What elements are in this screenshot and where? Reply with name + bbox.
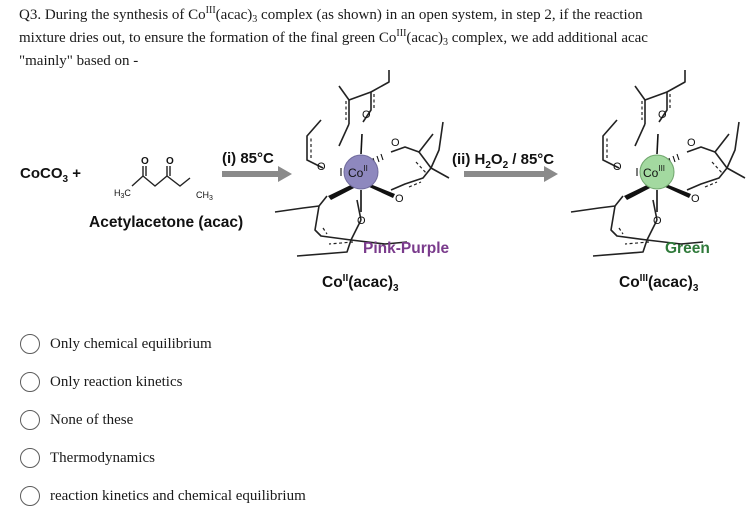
cobalt-ii-complex-structure: CoII O O O O O	[274, 61, 450, 257]
radio-button[interactable]	[20, 334, 40, 354]
reaction-scheme-svg: CoCO3 + O O H3C CH3 Acetylacetone (acac)…	[20, 61, 746, 294]
svg-text:O: O	[687, 137, 696, 149]
question-line-1: Q3. During the synthesis of CoIII(acac)3…	[19, 4, 745, 27]
svg-text:O: O	[658, 109, 667, 121]
question-text-segment: Q3. During the synthesis of Co	[19, 7, 206, 23]
svg-text:O: O	[653, 215, 662, 227]
step2-arrow	[464, 166, 558, 182]
svg-text:CoII: CoII	[348, 164, 368, 180]
step2-condition: (ii) H2O2 / 85°C	[452, 151, 554, 171]
step1-arrow	[222, 166, 292, 182]
svg-text:O: O	[395, 193, 404, 205]
complex2-formula: CoIII(acac)3	[619, 273, 699, 294]
acac-methyl-left: H3C	[114, 188, 131, 200]
question-text-segment: complex (as shown) in an open system, in…	[257, 7, 643, 23]
question-text-segment: mixture dries out, to ensure the formati…	[19, 30, 397, 46]
option-none-of-these[interactable]: None of these	[20, 407, 133, 433]
radio-button[interactable]	[20, 410, 40, 430]
option-only-reaction-kinetics[interactable]: Only reaction kinetics	[20, 369, 182, 395]
cobalt-iii-complex-structure: CoIII O O O O O	[570, 61, 746, 257]
svg-text:O: O	[357, 215, 366, 227]
option-label: None of these	[50, 411, 134, 428]
svg-text:O: O	[391, 137, 400, 149]
svg-text:O: O	[613, 161, 622, 173]
radio-button[interactable]	[20, 372, 40, 392]
question-text: Q3. During the synthesis of CoIII(acac)3…	[19, 4, 745, 73]
complex1-color-label: Pink-Purple	[363, 240, 450, 257]
question-text-segment: (acac)	[406, 30, 444, 46]
question-text-segment: complex, we add additional acac	[448, 30, 648, 46]
option-label: Only reaction kinetics	[50, 373, 183, 390]
question-text-segment: (acac)	[215, 7, 253, 23]
svg-text:O: O	[317, 161, 326, 173]
radio-button[interactable]	[20, 448, 40, 468]
acetylacetone-label: Acetylacetone (acac)	[89, 214, 243, 231]
acac-oxygen-label: O	[166, 156, 174, 167]
reaction-scheme-figure: CoCO3 + O O H3C CH3 Acetylacetone (acac)…	[0, 61, 754, 310]
reactant-cobalt-carbonate: CoCO3 +	[20, 165, 81, 185]
subscript: 3	[443, 37, 449, 48]
step1-condition: (i) 85°C	[222, 150, 274, 167]
oxidation-state-superscript: III	[396, 28, 407, 39]
svg-text:O: O	[691, 193, 700, 205]
question-line-3: "mainly" based on -	[19, 53, 139, 69]
option-label: Thermodynamics	[50, 449, 155, 466]
option-label: reaction kinetics and chemical equilibri…	[50, 487, 306, 504]
svg-text:CoIII: CoIII	[643, 164, 665, 180]
subscript: 3	[252, 14, 258, 25]
acac-methyl-right: CH3	[196, 190, 213, 202]
acac-oxygen-label: O	[141, 156, 149, 167]
option-kinetics-and-equilibrium[interactable]: reaction kinetics and chemical equilibri…	[20, 483, 306, 509]
complex1-formula: CoII(acac)3	[322, 273, 399, 294]
complex2-color-label: Green	[665, 240, 710, 257]
option-label: Only chemical equilibrium	[50, 335, 212, 352]
option-thermodynamics[interactable]: Thermodynamics	[20, 445, 155, 471]
acetylacetone-structure	[131, 166, 191, 187]
svg-text:O: O	[362, 109, 371, 121]
option-only-chemical-equilibrium[interactable]: Only chemical equilibrium	[20, 331, 212, 357]
radio-button[interactable]	[20, 486, 40, 506]
question-line-2: mixture dries out, to ensure the formati…	[19, 27, 745, 50]
oxidation-state-superscript: III	[205, 5, 216, 16]
